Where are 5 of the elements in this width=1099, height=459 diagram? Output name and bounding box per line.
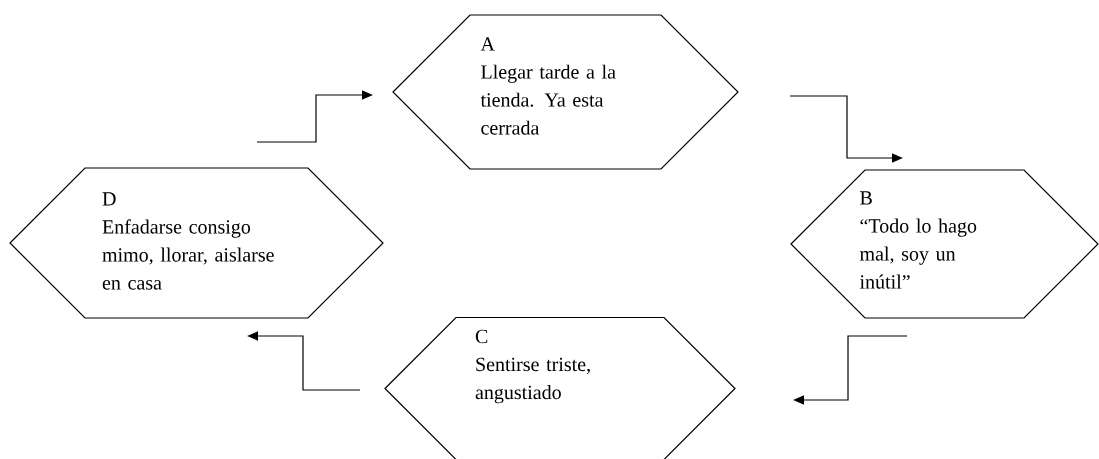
elbow-arrow [256,90,373,143]
hexagon-box: D Enfadarse consigo mimo, llorar, aislarse en casa [9,167,384,319]
hexagon-box: B “Todo lo hago mal, soy un inútil” [790,169,1099,319]
hexagon-box: A Llegar tarde a la tienda. Ya esta cerrada [392,14,739,170]
hexagon-box: C Sentirse triste, angustiado [384,316,736,459]
